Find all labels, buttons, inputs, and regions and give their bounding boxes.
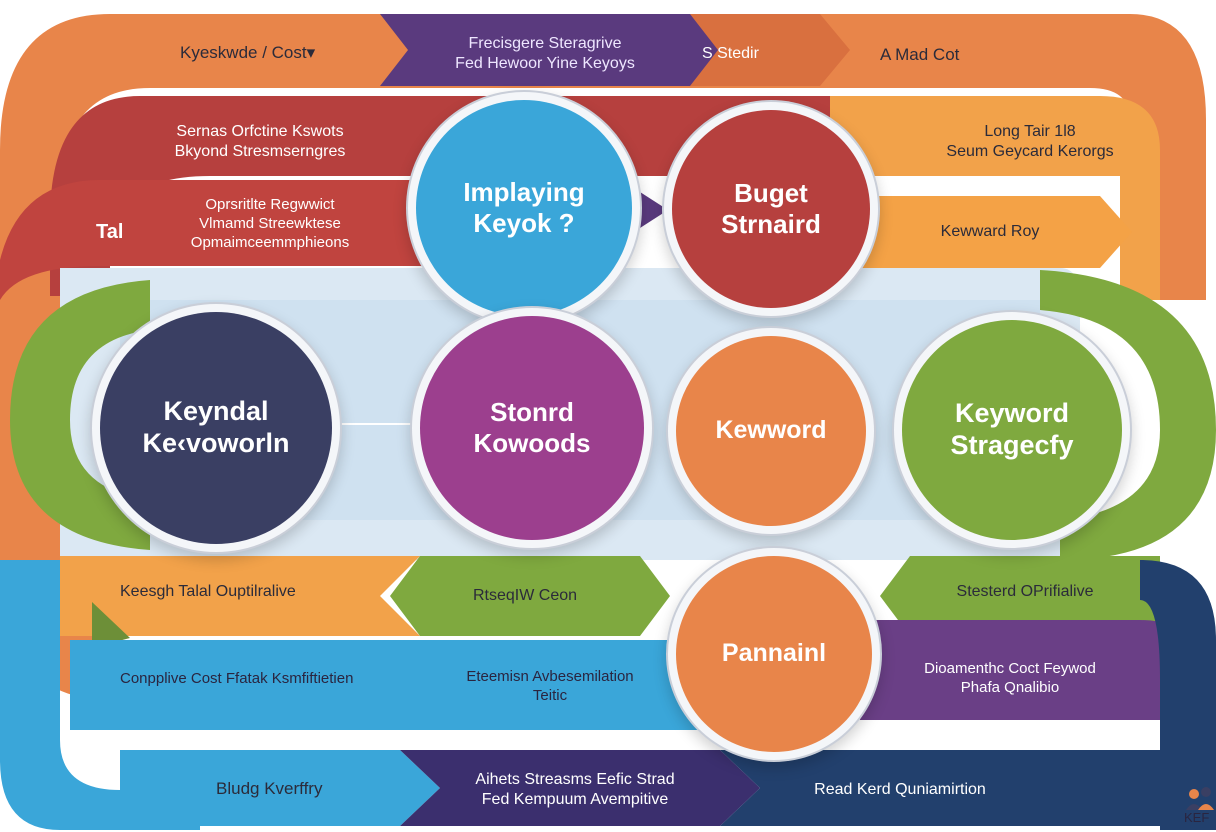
purple-row7-right — [860, 620, 1200, 720]
label-row7-mid: Eteemisn Avbesemilation Teitic — [466, 668, 634, 704]
light-orange-band-right — [830, 96, 1160, 300]
dark-blue-row8-right — [720, 750, 1160, 826]
label-row8-mid: Aihets Streasms Eefic Strad Fed Kempuum … — [475, 771, 675, 808]
green-left-arc — [10, 280, 150, 550]
brand-logo: KEF — [1182, 780, 1216, 826]
label-top-s: S Stedir — [702, 45, 759, 62]
circle-budget: Buget Strnaird — [672, 110, 870, 308]
orange-row6-band — [60, 556, 420, 636]
label-top-center: Frecisgere Steragrive Fed Hewoor Yine Ke… — [455, 35, 635, 72]
circle-stonrd: Stonrd Kowoods — [420, 316, 644, 540]
circle-strategy-text: Keyword Stragecfy — [950, 398, 1074, 460]
green-left-triangle — [92, 602, 130, 648]
red-band — [50, 96, 830, 296]
label-row6-mid: RtseqIW Ceon — [472, 587, 578, 604]
circle-budget-text: Buget Strnaird — [721, 178, 821, 239]
label-row8-right: Read Kerd Quniamirtion — [814, 781, 986, 798]
orange-top-band — [0, 14, 1206, 700]
circle-pannain: Pannainl — [676, 556, 872, 752]
blue-row7-band — [70, 640, 700, 730]
green-right-arc — [1040, 270, 1216, 560]
light-orange-arrow — [860, 196, 1132, 268]
orange-top-segment-2 — [690, 14, 850, 86]
navy-right-band — [1140, 560, 1216, 830]
circle-keyndal: Keyndal Ke‹voworln — [100, 312, 332, 544]
circle-stonrd-text: Stonrd Kowoods — [473, 397, 591, 458]
blue-row8-left — [120, 750, 440, 826]
label-row8-left: Bludg Kverffry — [216, 779, 323, 798]
circle-keyword-text: Kewword — [715, 416, 827, 445]
brand-logo-text: KEF — [1184, 810, 1210, 825]
label-row6-right: Stesterd OPrifialive — [956, 583, 1094, 600]
circle-pannain-text: Pannainl — [721, 639, 827, 668]
circle-implaying-text: Implaying Keyok ? — [463, 177, 585, 238]
label-top-right: A Mad Cot — [880, 45, 960, 64]
label-row3-left: Oprsritlte Regwwict Vlmamd Streewktese O… — [190, 196, 350, 251]
circle-strategy: Keyword Stragecfy — [902, 320, 1122, 540]
label-row7-left: Conpplive Cost Ffatak Ksmfiftietien — [120, 670, 354, 687]
green-row6-arrow — [390, 556, 670, 636]
label-row2-right: Long Tair 1l8 Seum Geycard Kerorgs — [946, 123, 1114, 160]
circle-keyndal-text: Keyndal Ke‹voworln — [142, 396, 290, 458]
green-row6-right — [880, 556, 1160, 636]
blue-left-band — [0, 560, 200, 830]
purple-row8-mid — [400, 750, 760, 826]
label-row7-right: Dioamenthc Coct Feywod Phafa Qnalibio — [924, 660, 1096, 696]
circle-keyword: Kewword — [676, 336, 866, 526]
label-top-left: Kyeskwde / Cost▾ — [180, 43, 316, 62]
circle-implaying: Implaying Keyok ? — [416, 100, 632, 316]
label-row3-tail: Tal — [96, 221, 124, 243]
label-row3-right: Kewward Roy — [940, 223, 1040, 240]
label-row2-left: Sernas Orfctine Kswots Bkyond Stresmsern… — [174, 123, 346, 160]
purple-top-segment — [380, 14, 730, 86]
purple-arrowhead — [640, 192, 668, 228]
label-row6-left: Keesgh Talal Ouptilralive — [120, 583, 296, 600]
